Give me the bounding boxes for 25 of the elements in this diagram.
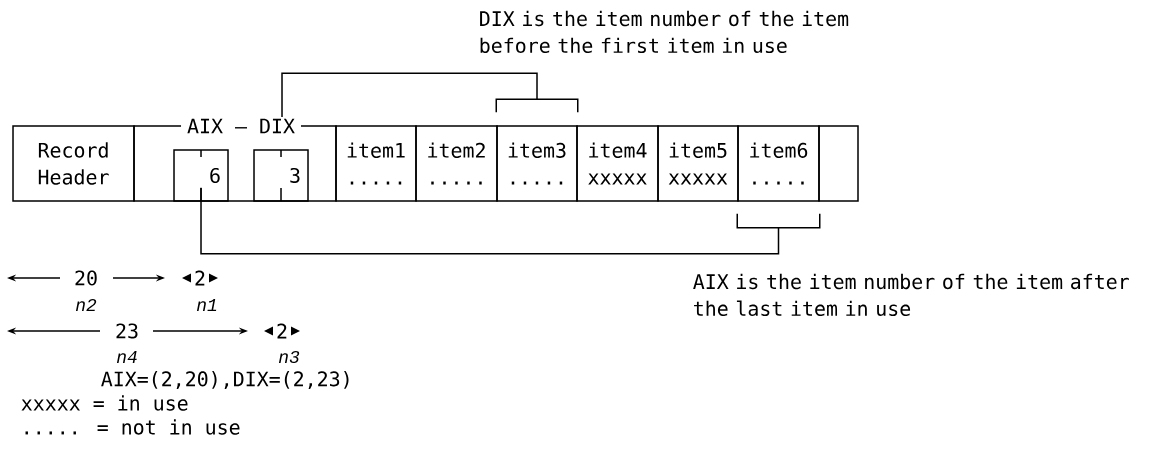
- item-cell: item2 .....: [415, 125, 498, 202]
- dimension-value: 20: [75, 270, 97, 286]
- legend-text: xxxxx = in use: [21, 395, 188, 411]
- variable-name: n3: [278, 350, 300, 364]
- item-cell: item5 xxxxx: [657, 125, 739, 202]
- empty-box: [818, 125, 859, 202]
- item-cell: item3 .....: [496, 125, 578, 202]
- note-text: DIX is the item number of the item before the first item in use: [480, 10, 849, 54]
- bracket-line: [281, 72, 579, 118]
- value-box: 6: [173, 149, 229, 202]
- item-cell: item6 .....: [737, 125, 820, 202]
- variable-name: n1: [196, 299, 217, 311]
- dimension-value: 2: [277, 323, 287, 339]
- note-text: AIX is the item number of the item after the last item in use: [693, 273, 1129, 317]
- item-cell: item4 xxxxx: [576, 125, 659, 202]
- variable-name: n4: [116, 351, 137, 363]
- header-box: Record Header: [12, 125, 135, 202]
- item-cell: item1 .....: [335, 125, 417, 202]
- legend-text: ..... = not in use: [25, 419, 240, 435]
- dimension-value: 23: [116, 323, 138, 339]
- formula-text: AIX=(2,20),DIX=(2,23): [101, 371, 349, 389]
- dimension-value: 2: [195, 270, 205, 286]
- variable-name: n2: [75, 299, 97, 311]
- bracket-line: [200, 187, 821, 255]
- value-box: 3: [253, 149, 309, 202]
